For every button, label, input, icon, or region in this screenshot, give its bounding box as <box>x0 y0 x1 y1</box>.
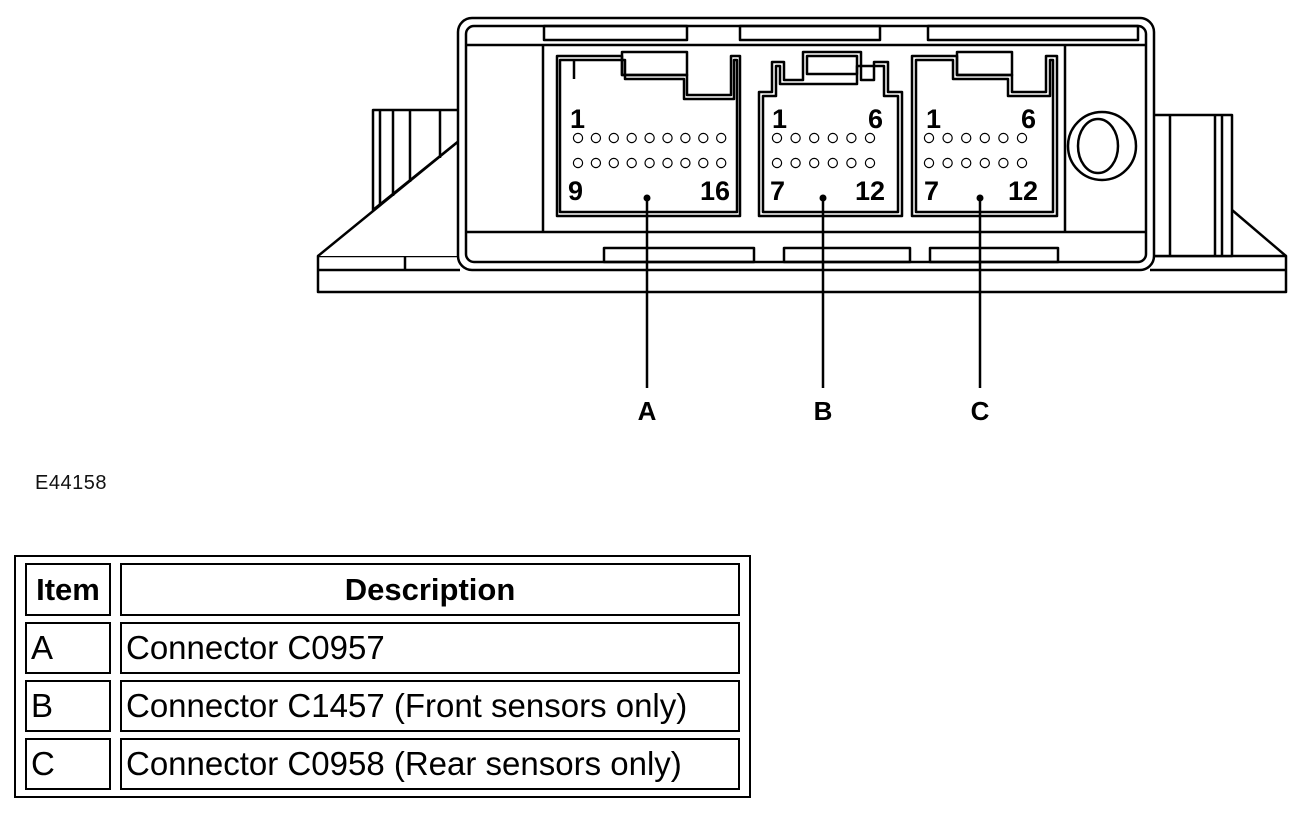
connector-a-pin-hole <box>680 132 691 144</box>
connector-c-pin-hole <box>923 157 935 169</box>
connector-b-pin-hole <box>771 157 783 169</box>
row-description: Connector C1457 (Front sensors only) <box>120 680 740 732</box>
connector-a-pin-hole <box>590 132 602 144</box>
connector-b-pin-hole <box>809 132 820 144</box>
callout-c: C <box>971 396 990 426</box>
connector-b-pin-7: 7 <box>770 176 785 206</box>
connector-c-pin-12: 12 <box>1008 176 1038 206</box>
connector-a-pin-hole <box>608 157 620 169</box>
connector-a-pin-hole <box>626 132 637 144</box>
items-table: Item Description A Connector C0957 B Con… <box>14 555 751 798</box>
connector-a-pin-hole <box>716 157 727 169</box>
connector-a-pin-hole <box>662 132 673 144</box>
connector-a-pin-hole <box>572 132 584 144</box>
header-item: Item <box>25 563 111 616</box>
connector-a-pin-hole <box>698 157 709 169</box>
connector-a-pin-1: 1 <box>570 104 585 134</box>
connector-c-pin-hole <box>1016 157 1028 169</box>
connector-b-pin-hole <box>846 132 857 144</box>
connector-b-pin-hole <box>864 132 876 144</box>
connector-b-pin-hole <box>809 157 820 169</box>
connector-b-pin-hole <box>771 132 783 144</box>
connector-a-pin-hole <box>716 132 727 144</box>
connector-b-pin-6: 6 <box>868 104 883 134</box>
row-item: C <box>25 738 111 790</box>
connector-b-pin-12: 12 <box>855 176 885 206</box>
connector-c-pin-hole <box>998 157 1009 169</box>
table-header-row: Item Description <box>25 563 740 616</box>
connector-b-pin-hole <box>790 132 801 144</box>
connector-c-pin-hole <box>942 132 953 144</box>
connector-c-pin-hole <box>1016 132 1028 144</box>
row-description: Connector C0958 (Rear sensors only) <box>120 738 740 790</box>
connector-a-pin-hole <box>626 157 637 169</box>
connector-c-pin-7: 7 <box>924 176 939 206</box>
header-description: Description <box>120 563 740 616</box>
connector-a-pin-hole <box>680 157 691 169</box>
leader-dot-a <box>643 194 651 202</box>
connector-b-pin-hole <box>864 157 876 169</box>
connector-b-pin-hole <box>827 132 839 144</box>
connector-c-pin-hole <box>998 132 1009 144</box>
connector-c-pin-1: 1 <box>926 104 941 134</box>
callout-a: A <box>638 396 657 426</box>
connector-c-pin-hole <box>979 132 991 144</box>
connector-c-pin-hole <box>979 157 991 169</box>
row-item: A <box>25 622 111 674</box>
table-row: C Connector C0958 (Rear sensors only) <box>25 738 740 790</box>
connector-a-pin-hole <box>608 132 620 144</box>
module-diagram: 1 9 16 1 6 7 12 1 6 7 12 A B C <box>316 16 1288 426</box>
connector-c-pin-hole <box>923 132 935 144</box>
connector-a-pin-hole <box>572 157 584 169</box>
connector-a-pin-hole <box>698 132 709 144</box>
leader-dot-c <box>976 194 984 202</box>
connector-a-pin-hole <box>662 157 673 169</box>
connector-c-pin-hole <box>942 157 953 169</box>
connector-b-pin-hole <box>846 157 857 169</box>
leader-dot-b <box>819 194 827 202</box>
connector-a-pin-16: 16 <box>700 176 730 206</box>
connector-c-pin-hole <box>961 157 972 169</box>
connector-a-pin-hole <box>644 157 655 169</box>
connector-a-pin-hole <box>644 132 655 144</box>
connector-b-pin-1: 1 <box>772 104 787 134</box>
figure-id: E44158 <box>35 472 107 494</box>
connector-a-pin-9: 9 <box>568 176 583 206</box>
connector-b-pin-hole <box>790 157 801 169</box>
table-row: A Connector C0957 <box>25 622 740 674</box>
table-row: B Connector C1457 (Front sensors only) <box>25 680 740 732</box>
connector-a-pin-hole <box>590 157 602 169</box>
callout-b: B <box>814 396 833 426</box>
connector-c-pin-hole <box>961 132 972 144</box>
connector-c-pin-6: 6 <box>1021 104 1036 134</box>
row-item: B <box>25 680 111 732</box>
connector-b-pin-hole <box>827 157 839 169</box>
row-description: Connector C0957 <box>120 622 740 674</box>
